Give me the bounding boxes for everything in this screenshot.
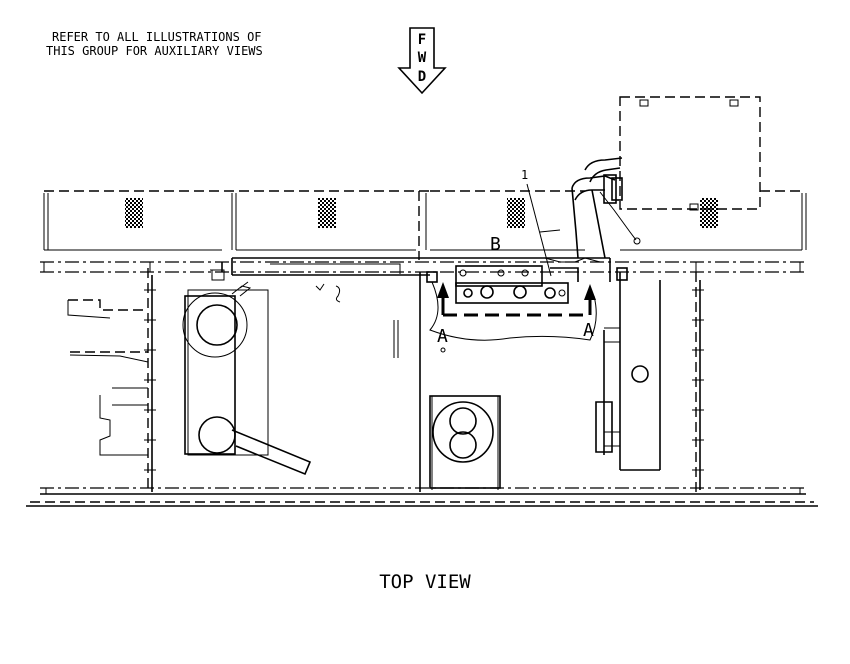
fwd-letter-d: D (418, 69, 426, 85)
pulley-assembly (182, 281, 312, 476)
view-a-left-label: A (437, 326, 448, 347)
upper-panels (43, 190, 807, 260)
fwd-letter-w: W (418, 50, 427, 66)
vent-grille (700, 198, 718, 228)
duct-assembly (539, 157, 641, 259)
vent-grille (125, 198, 143, 228)
fwd-letter-f: F (418, 32, 426, 48)
right-cabinet (595, 267, 701, 492)
detail-b-label: B (490, 234, 501, 255)
view-title: TOP VIEW (379, 571, 471, 593)
view-a-section: A A (437, 282, 596, 353)
reference-note-line-2: THIS GROUP FOR AUXILIARY VIEWS (46, 44, 263, 58)
item-number-label: 1 (521, 168, 528, 182)
fan-housing (429, 395, 501, 489)
vent-grille (507, 198, 525, 228)
vent-grilles (125, 198, 718, 228)
vent-grille (318, 198, 336, 228)
reference-note-line-1: REFER TO ALL ILLUSTRATIONS OF (52, 30, 262, 44)
upper-fittings (270, 263, 401, 303)
center-bay (393, 271, 501, 492)
item-callout: 1 (521, 168, 552, 277)
hinge-marks (43, 262, 801, 494)
reference-note: REFER TO ALL ILLUSTRATIONS OF THIS GROUP… (46, 30, 263, 58)
forward-arrow: F W D (397, 27, 447, 95)
overhead-equipment-box (619, 96, 761, 211)
floor-structure (26, 257, 818, 507)
detail-b-region (429, 257, 601, 341)
view-a-right-label: A (583, 320, 594, 341)
